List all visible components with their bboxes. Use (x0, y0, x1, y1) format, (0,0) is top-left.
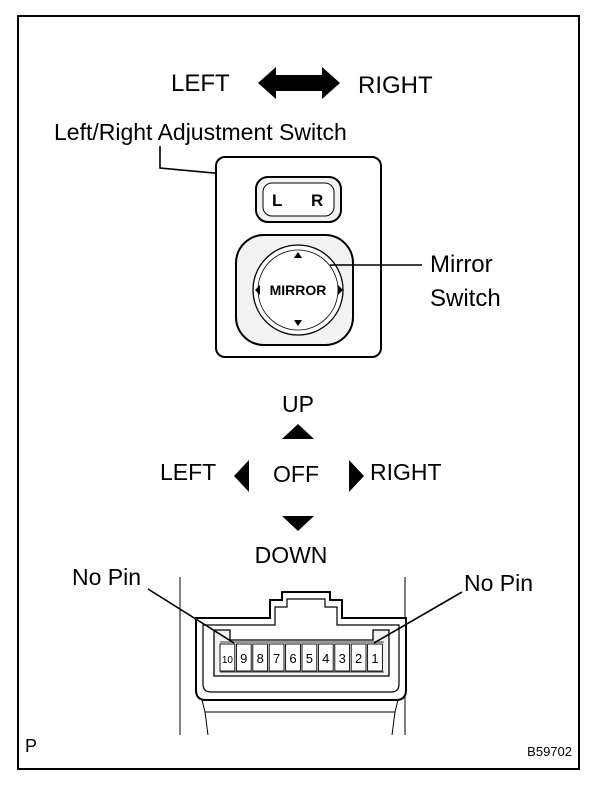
direction-up-label: UP (282, 391, 314, 417)
direction-down-label: DOWN (255, 542, 328, 568)
pin-number-8: 8 (257, 651, 264, 666)
mirror-up-arrow-icon (294, 252, 302, 258)
pin-number-5: 5 (306, 651, 313, 666)
corner-code: P (25, 736, 37, 756)
pin-cell-1 (367, 643, 383, 672)
right-arrow-icon (349, 460, 364, 492)
selector-left-key[interactable]: L (272, 191, 282, 210)
adjust-switch-label: Left/Right Adjustment Switch (54, 119, 347, 145)
up-arrow-icon (282, 424, 314, 439)
pin-cell-10 (219, 643, 236, 672)
pin-cell-7 (268, 643, 285, 672)
pin-number-6: 6 (289, 651, 296, 666)
figure-id: B59702 (527, 744, 572, 759)
direction-right-label: RIGHT (370, 459, 442, 485)
pin-number-10: 10 (222, 655, 234, 666)
mirror-down-arrow-icon (294, 320, 302, 326)
pin-number-7: 7 (273, 651, 280, 666)
no-pin-left-label: No Pin (72, 564, 141, 590)
left-right-selector-switch[interactable] (255, 176, 342, 223)
direction-off-label: OFF (273, 461, 319, 487)
mirror-switch-pad[interactable] (235, 234, 354, 346)
left-arrow-icon (234, 460, 249, 492)
top-left-label: LEFT (171, 70, 230, 97)
connector-body (179, 577, 406, 736)
pin-cell-6 (285, 643, 301, 672)
pin-cell-8 (252, 643, 269, 672)
pin-number-2: 2 (355, 651, 362, 666)
left-right-double-arrow-icon (258, 67, 340, 99)
pin-number-1: 1 (371, 651, 378, 666)
no-pin-right-label: No Pin (464, 570, 533, 596)
pin-cell-9 (235, 643, 252, 672)
no-pin-right-leader (373, 591, 463, 644)
down-arrow-icon (282, 516, 314, 531)
mirror-key-label: MIRROR (270, 282, 327, 298)
mirror-switch-label-line1: Mirror (430, 251, 493, 278)
pin-cell-4 (317, 643, 334, 672)
selector-right-key[interactable]: R (311, 191, 323, 210)
mirror-switch-label-line2: Switch (430, 285, 501, 312)
pin-number-3: 3 (339, 651, 346, 666)
pin-cell-3 (334, 643, 351, 672)
pin-number-9: 9 (240, 651, 247, 666)
no-pin-left-leader (147, 588, 235, 644)
pin-cell-5 (301, 643, 318, 672)
direction-left-label: LEFT (160, 459, 216, 485)
top-right-label: RIGHT (358, 72, 433, 99)
pin-number-4: 4 (322, 651, 329, 666)
pin-cell-2 (350, 643, 367, 672)
mirror-right-arrow-icon (338, 285, 343, 295)
mirror-left-arrow-icon (255, 285, 260, 295)
